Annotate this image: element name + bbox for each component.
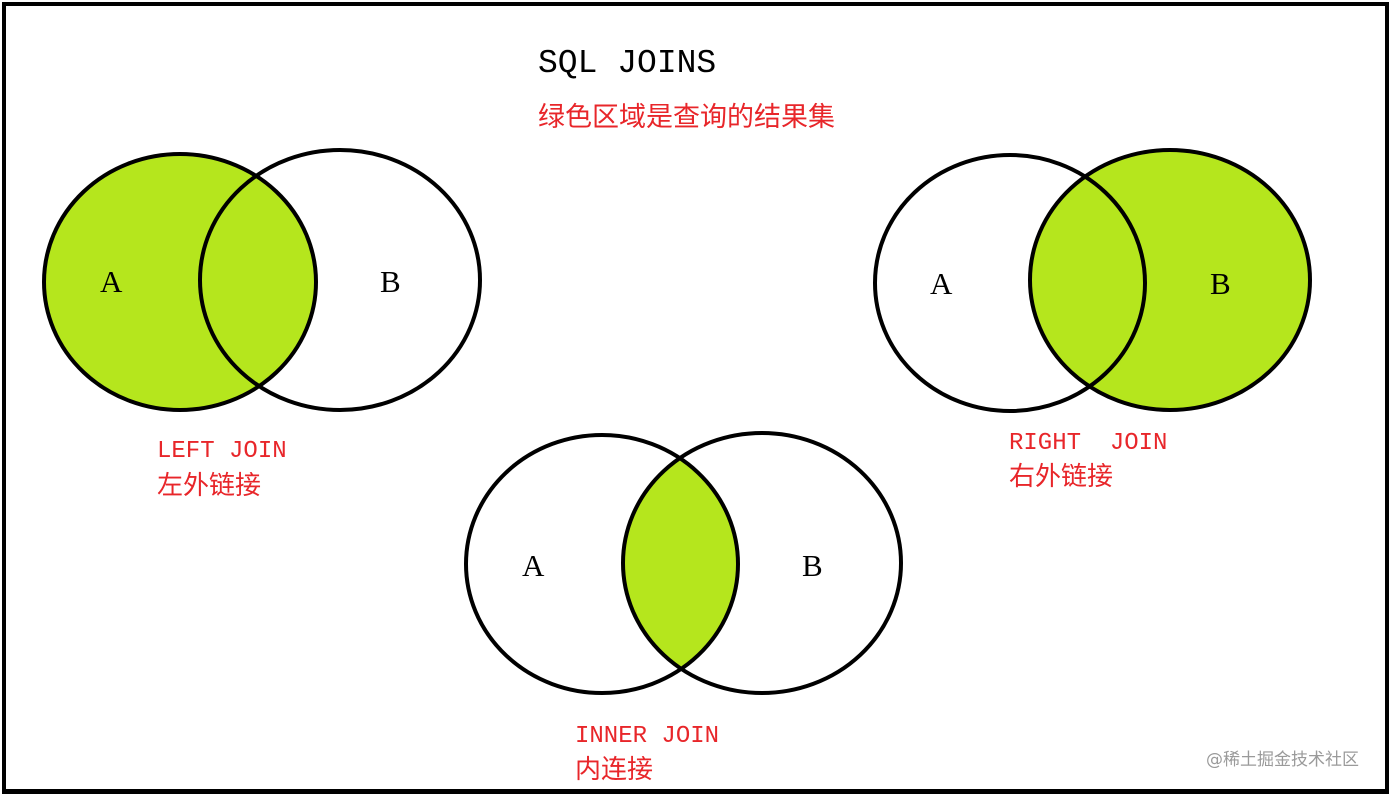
inner-join-venn bbox=[464, 431, 903, 695]
right-join-set-a-label: A bbox=[930, 266, 953, 301]
inner-join-set-b-label: B bbox=[802, 548, 823, 583]
inner-join-label: INNER JOIN bbox=[575, 723, 720, 750]
right-join-label: RIGHT JOIN bbox=[1009, 430, 1168, 457]
watermark: @稀土掘金技术社区 bbox=[1206, 750, 1359, 770]
right-join-label-cn: 右外链接 bbox=[1009, 462, 1114, 492]
left-join-set-b-circle bbox=[198, 148, 482, 412]
inner-join-set-b-circle bbox=[621, 431, 903, 695]
page-title: SQL JOINS bbox=[538, 45, 717, 82]
inner-join-set-a-circle bbox=[464, 433, 740, 695]
left-join-venn bbox=[42, 148, 482, 412]
right-join-set-b-circle bbox=[1028, 148, 1312, 412]
right-join-venn bbox=[873, 148, 1312, 413]
left-join-set-a-circle bbox=[42, 152, 318, 412]
right-join-set-b-fill bbox=[1030, 150, 1310, 410]
right-join-set-a-circle bbox=[873, 153, 1147, 413]
left-join-set-a-label: A bbox=[100, 264, 123, 299]
left-join-set-b-label: B bbox=[380, 264, 401, 299]
left-join-label: LEFT JOIN bbox=[157, 438, 287, 465]
inner-join-intersection-fill bbox=[623, 435, 738, 693]
left-join-set-a-fill bbox=[44, 154, 316, 410]
page-subtitle: 绿色区域是查询的结果集 bbox=[538, 102, 835, 133]
right-join-set-b-label: B bbox=[1210, 266, 1231, 301]
inner-join-set-a-label: A bbox=[522, 548, 545, 583]
inner-join-label-cn: 内连接 bbox=[575, 755, 654, 785]
left-join-label-cn: 左外链接 bbox=[157, 471, 262, 501]
